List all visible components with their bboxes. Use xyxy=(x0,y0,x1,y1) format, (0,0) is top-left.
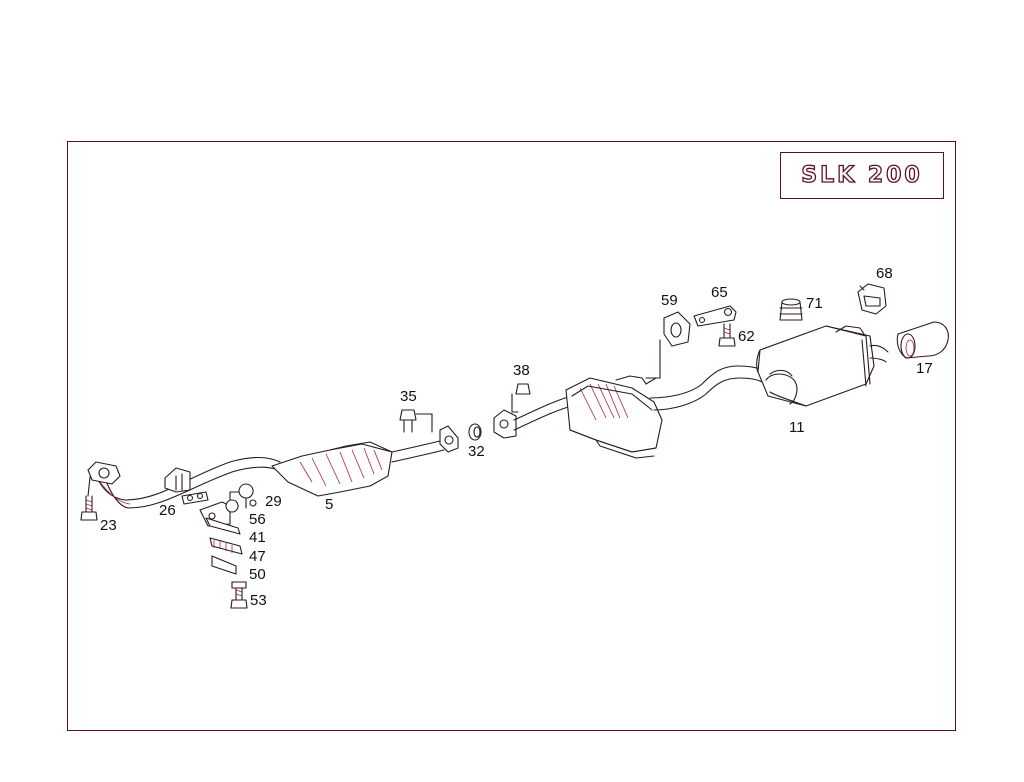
bolt-62 xyxy=(718,323,736,347)
rubber-hanger-59 xyxy=(645,311,691,379)
diagram-frame xyxy=(67,141,956,731)
bolt-35 xyxy=(399,409,433,433)
callout-68: 68 xyxy=(876,265,893,282)
callout-62: 62 xyxy=(738,328,755,345)
callout-38: 38 xyxy=(513,362,530,379)
callout-47: 47 xyxy=(249,548,266,565)
tailpipe-trim-17 xyxy=(896,321,949,359)
callout-53: 53 xyxy=(250,592,267,609)
callout-29: 29 xyxy=(265,493,282,510)
sealing-ring-32 xyxy=(468,423,482,441)
bracket-68 xyxy=(857,283,887,315)
callout-5: 5 xyxy=(325,496,334,513)
callout-17: 17 xyxy=(916,360,933,377)
callout-23: 23 xyxy=(100,517,117,534)
bracket-stack xyxy=(199,483,257,609)
center-pipe xyxy=(649,365,767,411)
bracket-26 xyxy=(164,467,209,505)
flange-38 xyxy=(493,383,531,439)
model-badge-text: SLK 200 xyxy=(801,162,923,188)
callout-65: 65 xyxy=(711,284,728,301)
front-pipe xyxy=(80,456,281,521)
callout-26: 26 xyxy=(159,502,176,519)
callout-71: 71 xyxy=(806,295,823,312)
front-muffler xyxy=(513,375,663,459)
bracket-65 xyxy=(693,305,737,327)
callout-50: 50 xyxy=(249,566,266,583)
callout-35: 35 xyxy=(400,388,417,405)
callout-32: 32 xyxy=(468,443,485,460)
callout-11: 11 xyxy=(789,419,805,436)
rear-muffler xyxy=(756,325,889,407)
callout-59: 59 xyxy=(661,292,678,309)
model-badge: SLK 200 xyxy=(780,152,944,199)
callout-56: 56 xyxy=(249,511,266,528)
catalytic-converter xyxy=(271,425,459,497)
rubber-mount-71 xyxy=(779,298,803,321)
callout-41: 41 xyxy=(249,529,266,546)
